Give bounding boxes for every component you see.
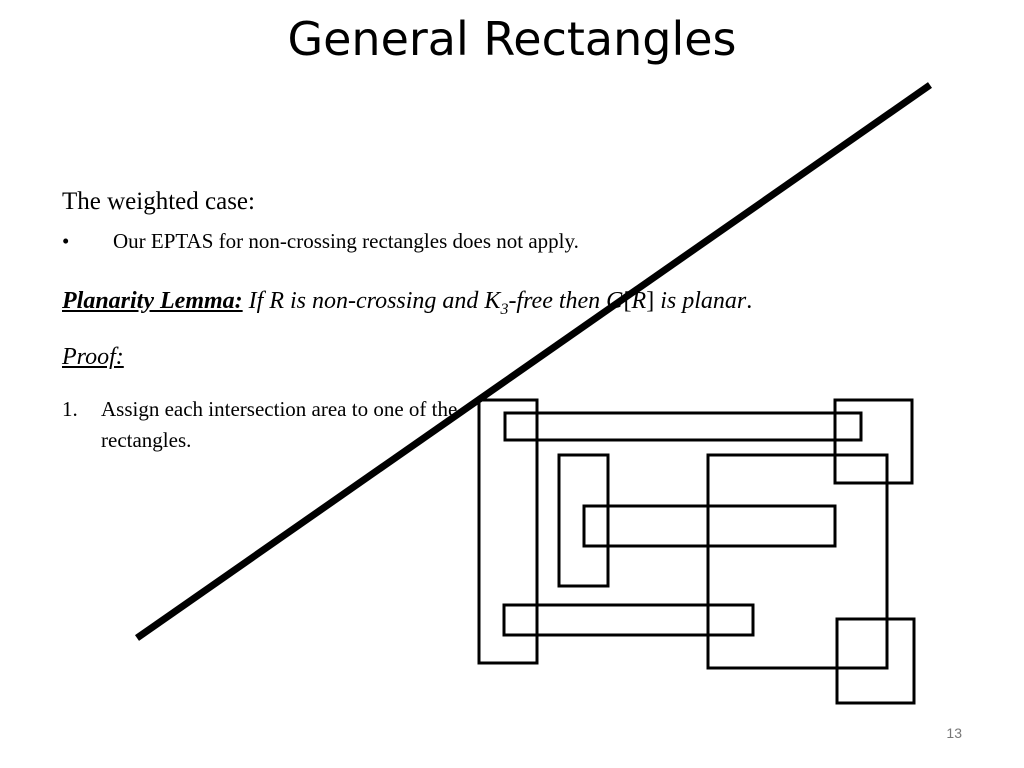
- rectangle-wide-middle: [582, 504, 837, 548]
- page-number: 13: [946, 725, 962, 741]
- lemma-period: .: [746, 288, 753, 314]
- subheading: The weighted case:: [62, 188, 255, 215]
- rectangle-wide-top: [503, 411, 863, 442]
- bullet-text: Our EPTAS for non-crossing rectangles do…: [113, 229, 579, 253]
- lemma-subscript: 3: [500, 300, 509, 318]
- planarity-lemma: Planarity Lemma: If R is non-crossing an…: [62, 288, 752, 319]
- lemma-bracket-close: ]: [646, 288, 655, 314]
- lemma-text-3: is planar: [654, 288, 747, 314]
- slide-title: General Rectangles: [287, 12, 737, 66]
- rectangle-square-top-right: [833, 398, 914, 485]
- rectangle-large-right: [706, 453, 889, 670]
- lemma-label: Planarity Lemma:: [62, 288, 243, 314]
- rectangle-wide-bottom: [502, 603, 755, 637]
- step-number: 1.: [62, 397, 78, 421]
- rectangle-square-bottom-right: [835, 617, 916, 705]
- bullet-marker: •: [62, 229, 70, 253]
- rectangle-tall-left: [477, 398, 539, 665]
- separating-line: [134, 82, 933, 641]
- rectangle-tall-mid: [557, 453, 610, 588]
- lemma-text-1: If R is non-crossing and K: [248, 288, 501, 314]
- step-text: Assign each intersection area to one of …: [101, 397, 458, 452]
- lemma-bracket-open: [: [623, 288, 632, 314]
- proof-label: Proof:: [62, 344, 124, 370]
